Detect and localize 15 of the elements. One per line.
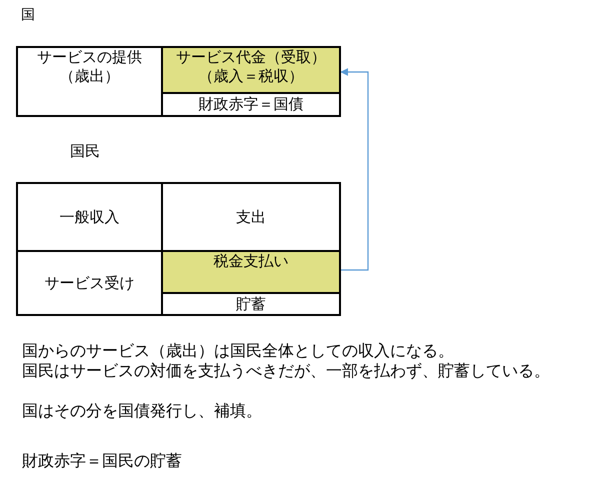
table-cell: サービスの提供（歳出） <box>16 46 163 117</box>
arrow <box>340 68 369 271</box>
table-cell: 税金支払い <box>161 250 341 294</box>
note-text: 国民はサービスの対価を支払うべきだが、一部を払わず、貯蓄している。 <box>22 362 550 380</box>
table-cell: 一般収入 <box>16 182 163 252</box>
table-cell: 支出 <box>161 182 341 252</box>
table-cell: 貯蓄 <box>161 292 341 316</box>
table-cell: サービス代金（受取）（歳入＝税収） <box>161 46 341 94</box>
table-cell: 財政赤字＝国債 <box>161 92 341 117</box>
table-cell: サービス受け <box>16 250 163 316</box>
note-text: 財政赤字＝国民の貯蓄 <box>22 452 182 470</box>
heading: 国 <box>21 6 35 24</box>
heading: 国民 <box>70 142 100 160</box>
note-text: 国はその分を国債発行し、補填。 <box>22 402 262 420</box>
note-text: 国からのサービス（歳出）は国民全体としての収入になる。 <box>22 342 454 360</box>
